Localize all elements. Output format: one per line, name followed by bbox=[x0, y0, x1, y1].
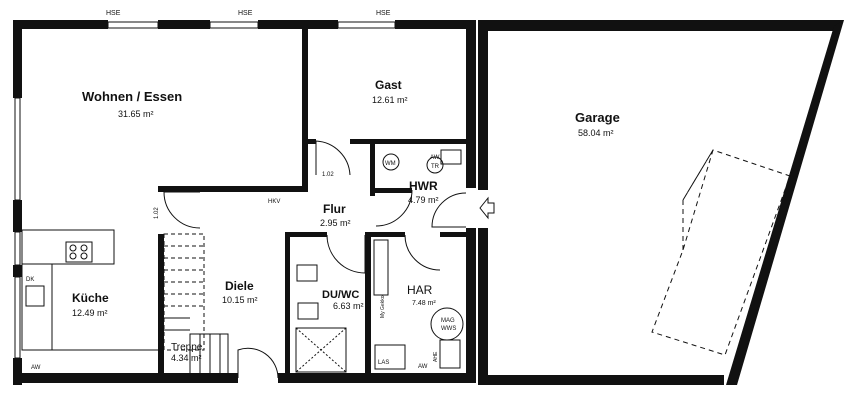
room-flur-area: 2.95 m² bbox=[320, 218, 351, 228]
tr-label: TR bbox=[431, 164, 440, 170]
room-treppe-area: 4.34 m² bbox=[171, 353, 202, 363]
window-label-3: HSE bbox=[376, 10, 391, 17]
las-label: LAS bbox=[378, 360, 389, 366]
dk-label: DK bbox=[26, 277, 34, 283]
wm-label: WM bbox=[385, 161, 396, 167]
aw-kueche-label: AW bbox=[31, 365, 41, 371]
aw-har-label: AW bbox=[418, 364, 428, 370]
room-hwr-name: HWR bbox=[409, 179, 438, 193]
room-har-name: HAR bbox=[407, 283, 433, 297]
interior-walls bbox=[21, 29, 466, 377]
window-labels: HSE HSE HSE bbox=[106, 10, 391, 17]
ahe-label: AHE bbox=[433, 351, 439, 362]
aw-hwr-label: AW bbox=[430, 155, 440, 161]
room-wohnen-name: Wohnen / Essen bbox=[82, 89, 182, 104]
gekko-label: My Gekko bbox=[380, 295, 386, 318]
annotation-labels: 1.02 1.02 HKV WM TR AW DK AW AW MAG WWS … bbox=[26, 155, 456, 371]
room-diele-area: 10.15 m² bbox=[222, 295, 258, 305]
room-garage-area: 58.04 m² bbox=[578, 128, 614, 138]
hkv-label: HKV bbox=[268, 199, 280, 205]
room-treppe-name: Treppe bbox=[171, 342, 203, 353]
room-wohnen-area: 31.65 m² bbox=[118, 109, 154, 119]
door-label-1-02-a: 1.02 bbox=[322, 172, 334, 178]
garage-walls bbox=[478, 20, 844, 385]
exterior-walls bbox=[13, 20, 476, 385]
door-label-1-02-b: 1.02 bbox=[154, 207, 160, 219]
fixtures bbox=[25, 149, 464, 373]
room-diele-name: Diele bbox=[225, 279, 254, 293]
room-flur-name: Flur bbox=[323, 202, 346, 216]
room-labels: Wohnen / Essen 31.65 m² Gast 12.61 m² Ga… bbox=[72, 78, 620, 363]
room-duwc-area: 6.63 m² bbox=[333, 301, 364, 311]
room-duwc-name: DU/WC bbox=[322, 289, 359, 301]
room-har-area: 7.48 m² bbox=[412, 300, 436, 307]
room-kueche-area: 12.49 m² bbox=[72, 308, 108, 318]
window-label-2: HSE bbox=[238, 10, 253, 17]
room-gast-area: 12.61 m² bbox=[372, 95, 408, 105]
doors bbox=[163, 140, 467, 379]
room-kueche-name: Küche bbox=[72, 291, 109, 305]
room-hwr-area: 4.79 m² bbox=[408, 195, 439, 205]
staircase bbox=[163, 233, 229, 377]
room-gast-name: Gast bbox=[375, 78, 402, 92]
window-label-1: HSE bbox=[106, 10, 121, 17]
room-garage-name: Garage bbox=[575, 110, 620, 125]
mag-label: MAG bbox=[441, 318, 455, 324]
wws-label: WWS bbox=[441, 326, 456, 332]
